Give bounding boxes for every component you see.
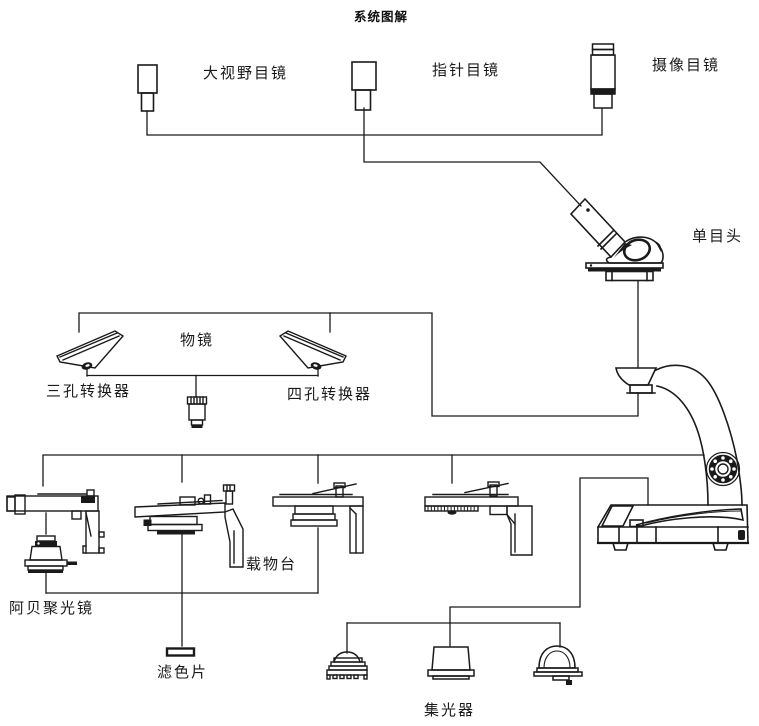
lamp-spiral-icon xyxy=(326,651,368,680)
monocular-head-icon xyxy=(569,197,664,282)
wide-field-eyepiece-icon xyxy=(137,64,158,112)
stage-plain-icon xyxy=(272,482,364,554)
label-monocular-head: 单目头 xyxy=(692,227,744,245)
lamp-bell-icon xyxy=(533,645,583,685)
label-camera-eyepiece: 摄像目镜 xyxy=(652,56,721,74)
label-objective: 物镜 xyxy=(180,331,215,349)
label-stage: 载物台 xyxy=(246,555,298,573)
label-abbe-condenser: 阿贝聚光镜 xyxy=(9,599,95,617)
pointer-eyepiece-icon xyxy=(351,61,377,111)
filter-icon xyxy=(165,647,196,657)
objective-icon xyxy=(186,396,208,428)
label-triple-nosepiece: 三孔转换器 xyxy=(46,382,132,400)
lamp-box-icon xyxy=(427,646,475,680)
abbe-condenser-icon xyxy=(24,535,77,573)
label-light-collector: 集光器 xyxy=(424,701,476,719)
label-filter: 滤色片 xyxy=(157,663,209,681)
microscope-stand-icon xyxy=(596,364,750,551)
stage-micrometer-icon xyxy=(134,484,244,568)
stage-rack-icon xyxy=(424,481,533,556)
quad-nosepiece-icon xyxy=(278,330,347,370)
connector-lines xyxy=(42,107,705,654)
label-wide-field-eyepiece: 大视野目镜 xyxy=(203,64,289,82)
triple-nosepiece-icon xyxy=(56,330,125,370)
camera-eyepiece-icon xyxy=(590,43,616,109)
label-quad-nosepiece: 四孔转换器 xyxy=(287,385,373,403)
condenser-holder-icon xyxy=(6,489,105,554)
label-pointer-eyepiece: 指针目镜 xyxy=(432,61,501,79)
diagram-title: 系统图解 xyxy=(354,9,409,24)
